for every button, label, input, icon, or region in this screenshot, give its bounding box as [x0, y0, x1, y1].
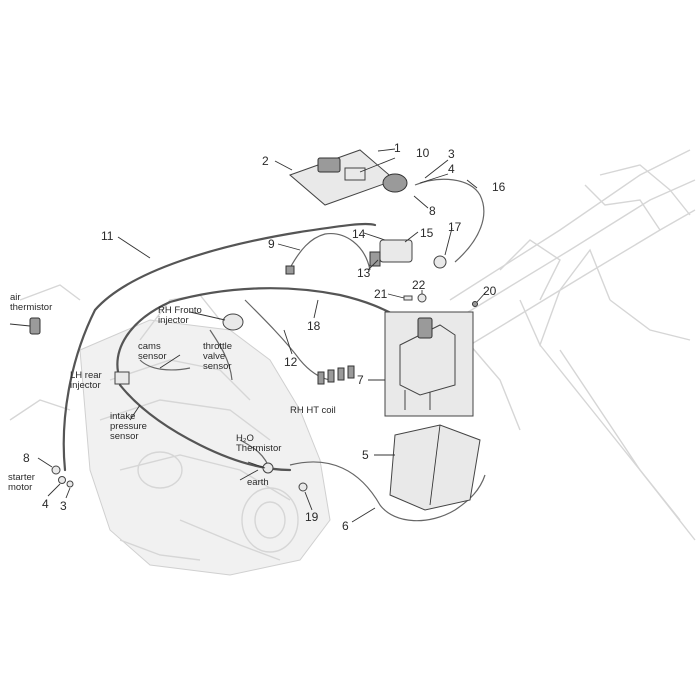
rh-injector-part — [222, 313, 244, 331]
label-starter-motor: starter motor — [8, 472, 38, 493]
sensor-9-part — [285, 265, 295, 275]
parts — [29, 149, 481, 511]
callout-20: 20 — [483, 284, 497, 298]
washer-22-part — [417, 293, 427, 303]
h2o-thermistor-part — [262, 462, 274, 474]
label-earth: earth — [247, 477, 269, 488]
sensor-17-part — [433, 255, 447, 269]
leader-lines — [9, 148, 487, 523]
callout-19: 19 — [305, 510, 319, 524]
callout-18: 18 — [307, 319, 321, 333]
callout-21: 21 — [374, 287, 388, 301]
rh-ht-coil-connectors — [317, 365, 355, 385]
callout-11: 11 — [101, 229, 114, 243]
callout-2: 2 — [262, 154, 269, 168]
callout-4: 4 — [448, 162, 455, 176]
callout-17: 17 — [448, 220, 462, 234]
bracket-plate-part — [289, 149, 396, 206]
label-cams-sensor: cams sensor — [138, 341, 167, 362]
lh-rear-injector-part — [114, 371, 130, 385]
ignition-module-part — [379, 239, 413, 263]
callout-7: 7 — [357, 373, 364, 387]
callout-15: 15 — [420, 226, 434, 240]
screw-21-part — [403, 295, 413, 301]
connector-13-part — [369, 251, 381, 267]
label-throttle-valve-sensor: throttle valve sensor — [203, 341, 235, 372]
frame-outline — [449, 149, 696, 541]
label-rh-ht-coil: RH HT coil — [290, 405, 336, 416]
fuse-box-part — [344, 167, 366, 181]
air-thermistor-part — [29, 317, 41, 335]
callout-3-lower: 3 — [60, 499, 67, 513]
callout-8: 8 — [429, 204, 436, 218]
callout-5: 5 — [362, 448, 369, 462]
callout-4-lower: 4 — [42, 497, 49, 511]
starter-terminal-3 — [66, 480, 74, 488]
callout-3: 3 — [448, 147, 455, 161]
component-labels: air thermistor RH Fronto injector cams s… — [8, 292, 336, 493]
callout-10: 10 — [416, 146, 430, 160]
starter-terminal-4 — [58, 476, 66, 484]
label-lh-rear-injector: LH rear injector — [70, 370, 104, 391]
engine-outline — [9, 284, 331, 576]
callout-6: 6 — [342, 519, 349, 533]
callout-22: 22 — [412, 278, 426, 292]
starter-terminal-8 — [51, 465, 61, 475]
label-h2o-thermistor: H₂O Thermistor — [236, 433, 281, 454]
callout-16: 16 — [492, 180, 506, 194]
callout-8-lower: 8 — [23, 451, 30, 465]
solenoid-part — [382, 173, 408, 193]
callout-1: 1 — [394, 141, 401, 155]
relay-part — [317, 157, 341, 173]
callout-14: 14 — [352, 227, 366, 241]
ecu-bracket-part — [399, 324, 456, 396]
callout-12: 12 — [284, 355, 298, 369]
label-rh-front-injector: RH Fronto injector — [158, 305, 204, 326]
label-intake-pressure-sensor: intake pressure sensor — [110, 411, 150, 442]
bolt-20-part — [472, 301, 478, 307]
callout-numbers: 1 10 2 3 4 8 16 11 9 14 15 17 13 21 22 2… — [23, 141, 506, 533]
label-air-thermistor: air thermistor — [10, 292, 52, 313]
callout-13: 13 — [357, 266, 371, 280]
screw-19-part — [298, 482, 308, 492]
callout-9: 9 — [268, 237, 275, 251]
